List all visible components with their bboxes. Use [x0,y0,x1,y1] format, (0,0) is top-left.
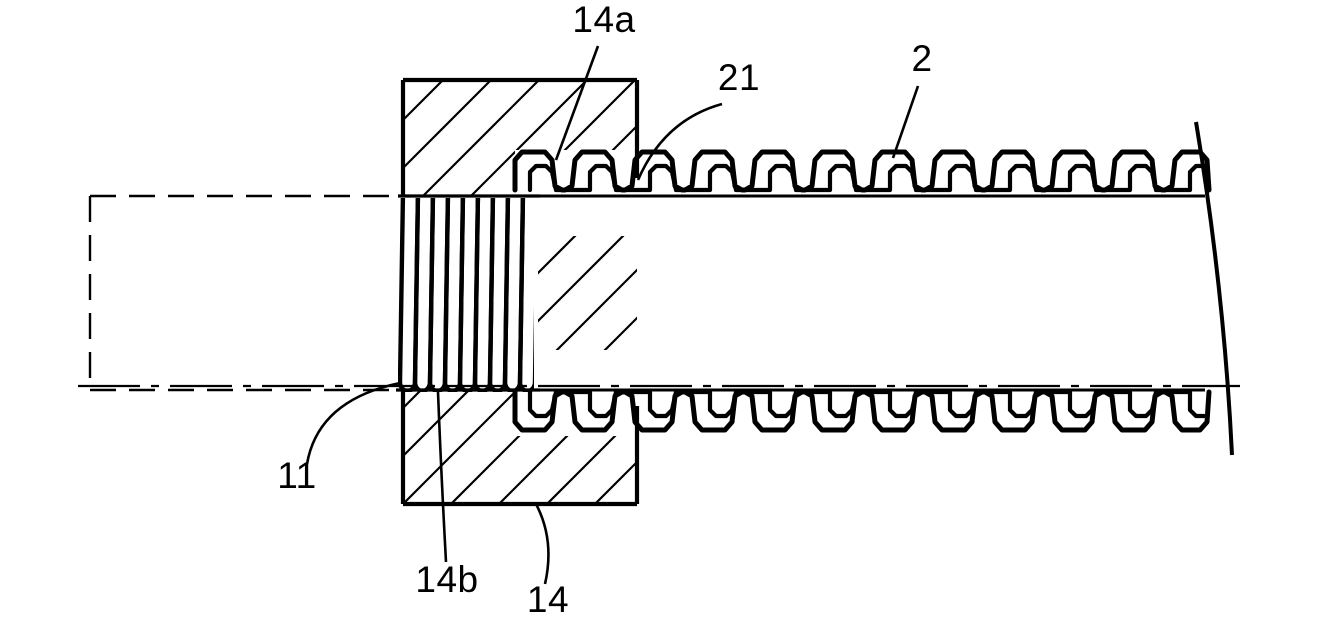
corrugation-inner-bottom [527,389,1207,419]
hatch-line [403,80,540,217]
corrugation-inner-top [527,163,1207,193]
ref-label-2: 2 [911,38,932,79]
leader-21 [636,102,723,181]
hatch-line [403,268,637,504]
leader-14 [534,503,550,585]
ref-label-21: 21 [718,57,760,98]
hatch-line [545,412,637,504]
leader-14a [554,45,600,161]
hatch-line [403,220,637,457]
corrugation-band-bottom [512,389,1212,433]
hatch-line [403,80,492,169]
ref-label-14b: 14b [415,559,478,600]
hatch-line [403,80,444,121]
ref-label-11: 11 [277,455,316,496]
leader-2 [891,85,920,159]
leader-lines [305,45,920,585]
corrugation-band-top [512,149,1212,193]
hatch-line [593,460,637,504]
leader-11 [305,381,401,465]
break-line [1194,121,1234,456]
nut-body-outline [400,77,640,507]
ref-label-14: 14 [527,579,569,620]
hatch-line [497,364,637,504]
ref-label-14a: 14a [572,0,635,40]
hidden-shaft-outline [88,194,403,392]
leader-14b [436,391,448,563]
hatch-line [449,316,637,504]
thread-clear [403,196,538,392]
